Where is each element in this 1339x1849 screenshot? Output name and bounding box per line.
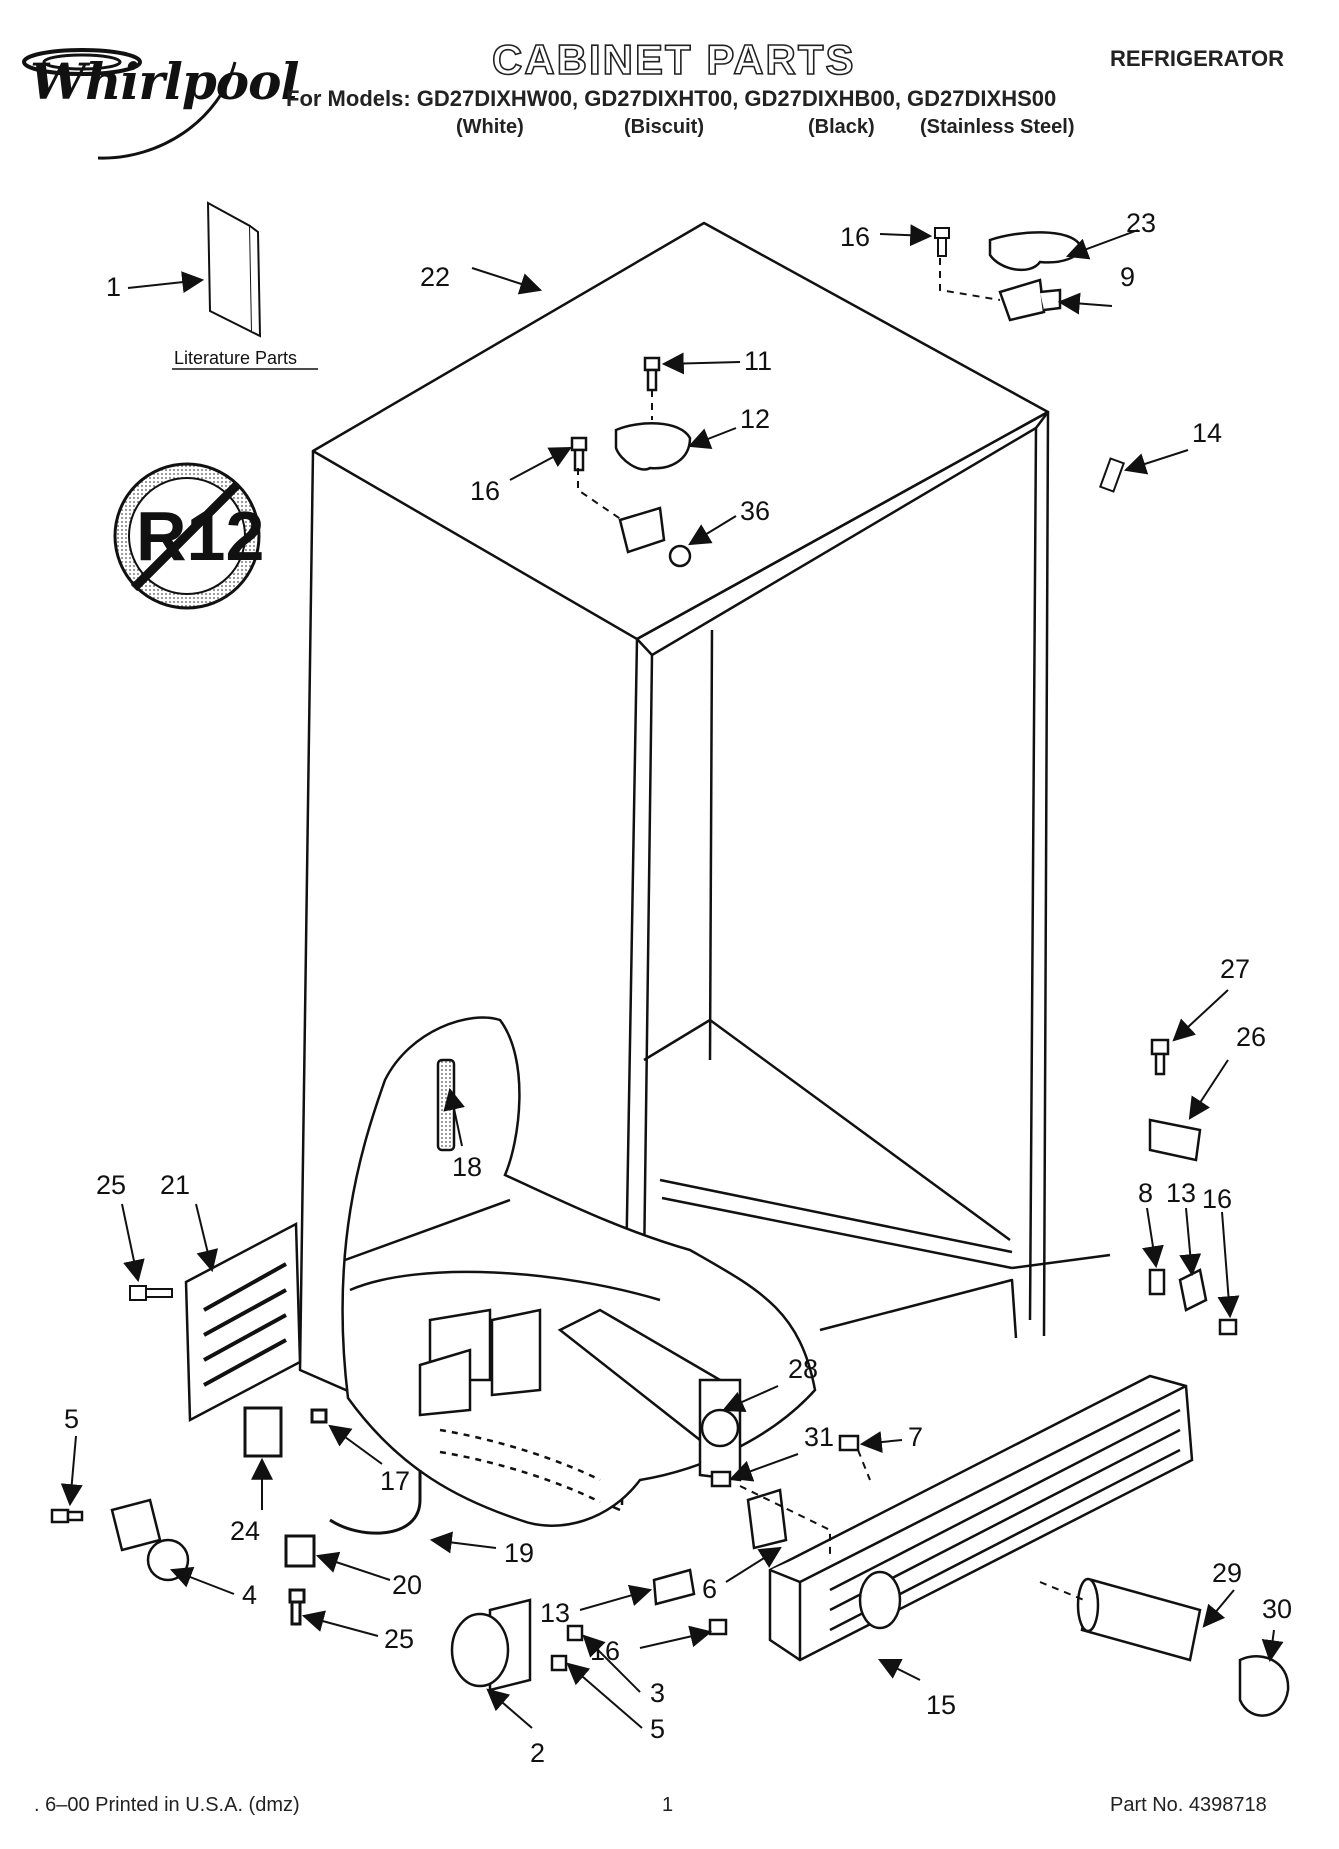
variant-black: (Black): [808, 116, 875, 138]
clip-14: [1099, 457, 1125, 493]
leader-lines: [60, 224, 1284, 1729]
callout-1: 1: [106, 272, 121, 302]
callout-7: 7: [908, 1422, 923, 1452]
callout-2: 2: [530, 1738, 545, 1768]
callout-23: 23: [1126, 208, 1156, 238]
callout-16: 16: [590, 1636, 620, 1666]
base-grille-15: [768, 1374, 1194, 1662]
callout-4: 4: [242, 1580, 257, 1610]
callout-25: 25: [96, 1170, 126, 1200]
models-line: For Models: GD27DIXHW00, GD27DIXHT00, GD…: [286, 86, 1057, 111]
callout-3: 3: [650, 1678, 665, 1708]
screw-16-top: [934, 227, 950, 257]
literature-parts-caption: Literature Parts: [174, 348, 297, 368]
callout-17: 17: [380, 1466, 410, 1496]
page-title: CABINET PARTS: [491, 35, 856, 84]
callout-28: 28: [788, 1354, 818, 1384]
rear-roller-4: [50, 1498, 190, 1582]
callout-5: 5: [650, 1714, 665, 1744]
callout-26: 26: [1236, 1022, 1266, 1052]
callout-labels: 1 22 16 23 9 11 12 16 36 14 27 26 18 25 …: [64, 208, 1292, 1768]
cutaway-machine-compartment: [341, 1016, 817, 1527]
part-number: Part No. 4398718: [1110, 1794, 1267, 1816]
front-roller-2: [450, 1598, 584, 1692]
tubing-19-20: [243, 1406, 422, 1626]
roller-bracket-26: [1148, 1038, 1202, 1162]
callout-27: 27: [1220, 954, 1250, 984]
variant-white: (White): [456, 116, 524, 138]
print-info: . 6–00 Printed in U.S.A. (dmz): [34, 1794, 300, 1816]
brand-swirl-icon: [22, 48, 237, 160]
callout-8: 8: [1138, 1178, 1153, 1208]
callout-30: 30: [1262, 1594, 1292, 1624]
callout-5: 5: [64, 1404, 79, 1434]
callout-19: 19: [504, 1538, 534, 1568]
callout-13: 13: [540, 1598, 570, 1628]
callout-13: 13: [1166, 1178, 1196, 1208]
callout-31: 31: [804, 1422, 834, 1452]
bracket-8-13: [1148, 1268, 1238, 1336]
hinge-right-top: [998, 278, 1062, 322]
variant-biscuit: (Biscuit): [624, 116, 704, 138]
water-filter-29: [1076, 1577, 1290, 1717]
bracket-13-bottom: [652, 1568, 728, 1636]
variant-stainless-steel: (Stainless Steel): [920, 116, 1075, 138]
callout-21: 21: [160, 1170, 190, 1200]
callout-11: 11: [744, 346, 772, 376]
callout-9: 9: [1120, 262, 1135, 292]
callout-18: 18: [452, 1152, 482, 1182]
callout-12: 12: [740, 404, 770, 434]
screw-25-left: [129, 1285, 173, 1301]
callout-6: 6: [702, 1574, 717, 1604]
callout-29: 29: [1212, 1558, 1242, 1588]
callout-36: 36: [740, 496, 770, 526]
callout-22: 22: [420, 262, 450, 292]
rear-access-grille-21: [184, 1221, 302, 1423]
hinge-center-top: [570, 356, 692, 568]
callout-24: 24: [230, 1516, 260, 1546]
callout-16: 16: [1202, 1184, 1232, 1214]
callout-25: 25: [384, 1624, 414, 1654]
page-number: 1: [662, 1794, 674, 1816]
brand-logo: Whirlpool: [30, 52, 299, 111]
callout-14: 14: [1192, 418, 1222, 448]
r12-badge: R12: [113, 462, 264, 610]
callout-15: 15: [926, 1690, 956, 1720]
callout-16: 16: [470, 476, 500, 506]
callout-20: 20: [392, 1570, 422, 1600]
callout-16: 16: [840, 222, 870, 252]
literature-parts-booklet: [206, 201, 262, 338]
appliance-type: REFRIGERATOR: [1110, 46, 1284, 71]
hinge-cover-23: [988, 231, 1082, 272]
